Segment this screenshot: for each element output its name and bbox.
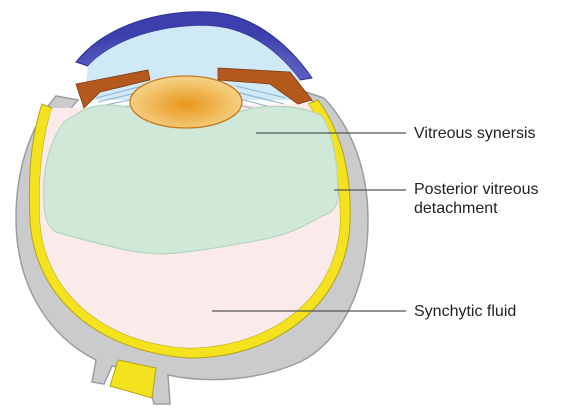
label-posterior-vitreous-detachment-line1: Posterior vitreous xyxy=(414,180,539,199)
label-synchytic-fluid: Synchytic fluid xyxy=(414,302,516,321)
lens xyxy=(130,76,242,128)
label-posterior-vitreous-detachment-line2: detachment xyxy=(414,199,539,218)
label-vitreous-synersis: Vitreous synersis xyxy=(414,124,536,143)
label-posterior-vitreous-detachment: Posterior vitreous detachment xyxy=(414,180,539,218)
